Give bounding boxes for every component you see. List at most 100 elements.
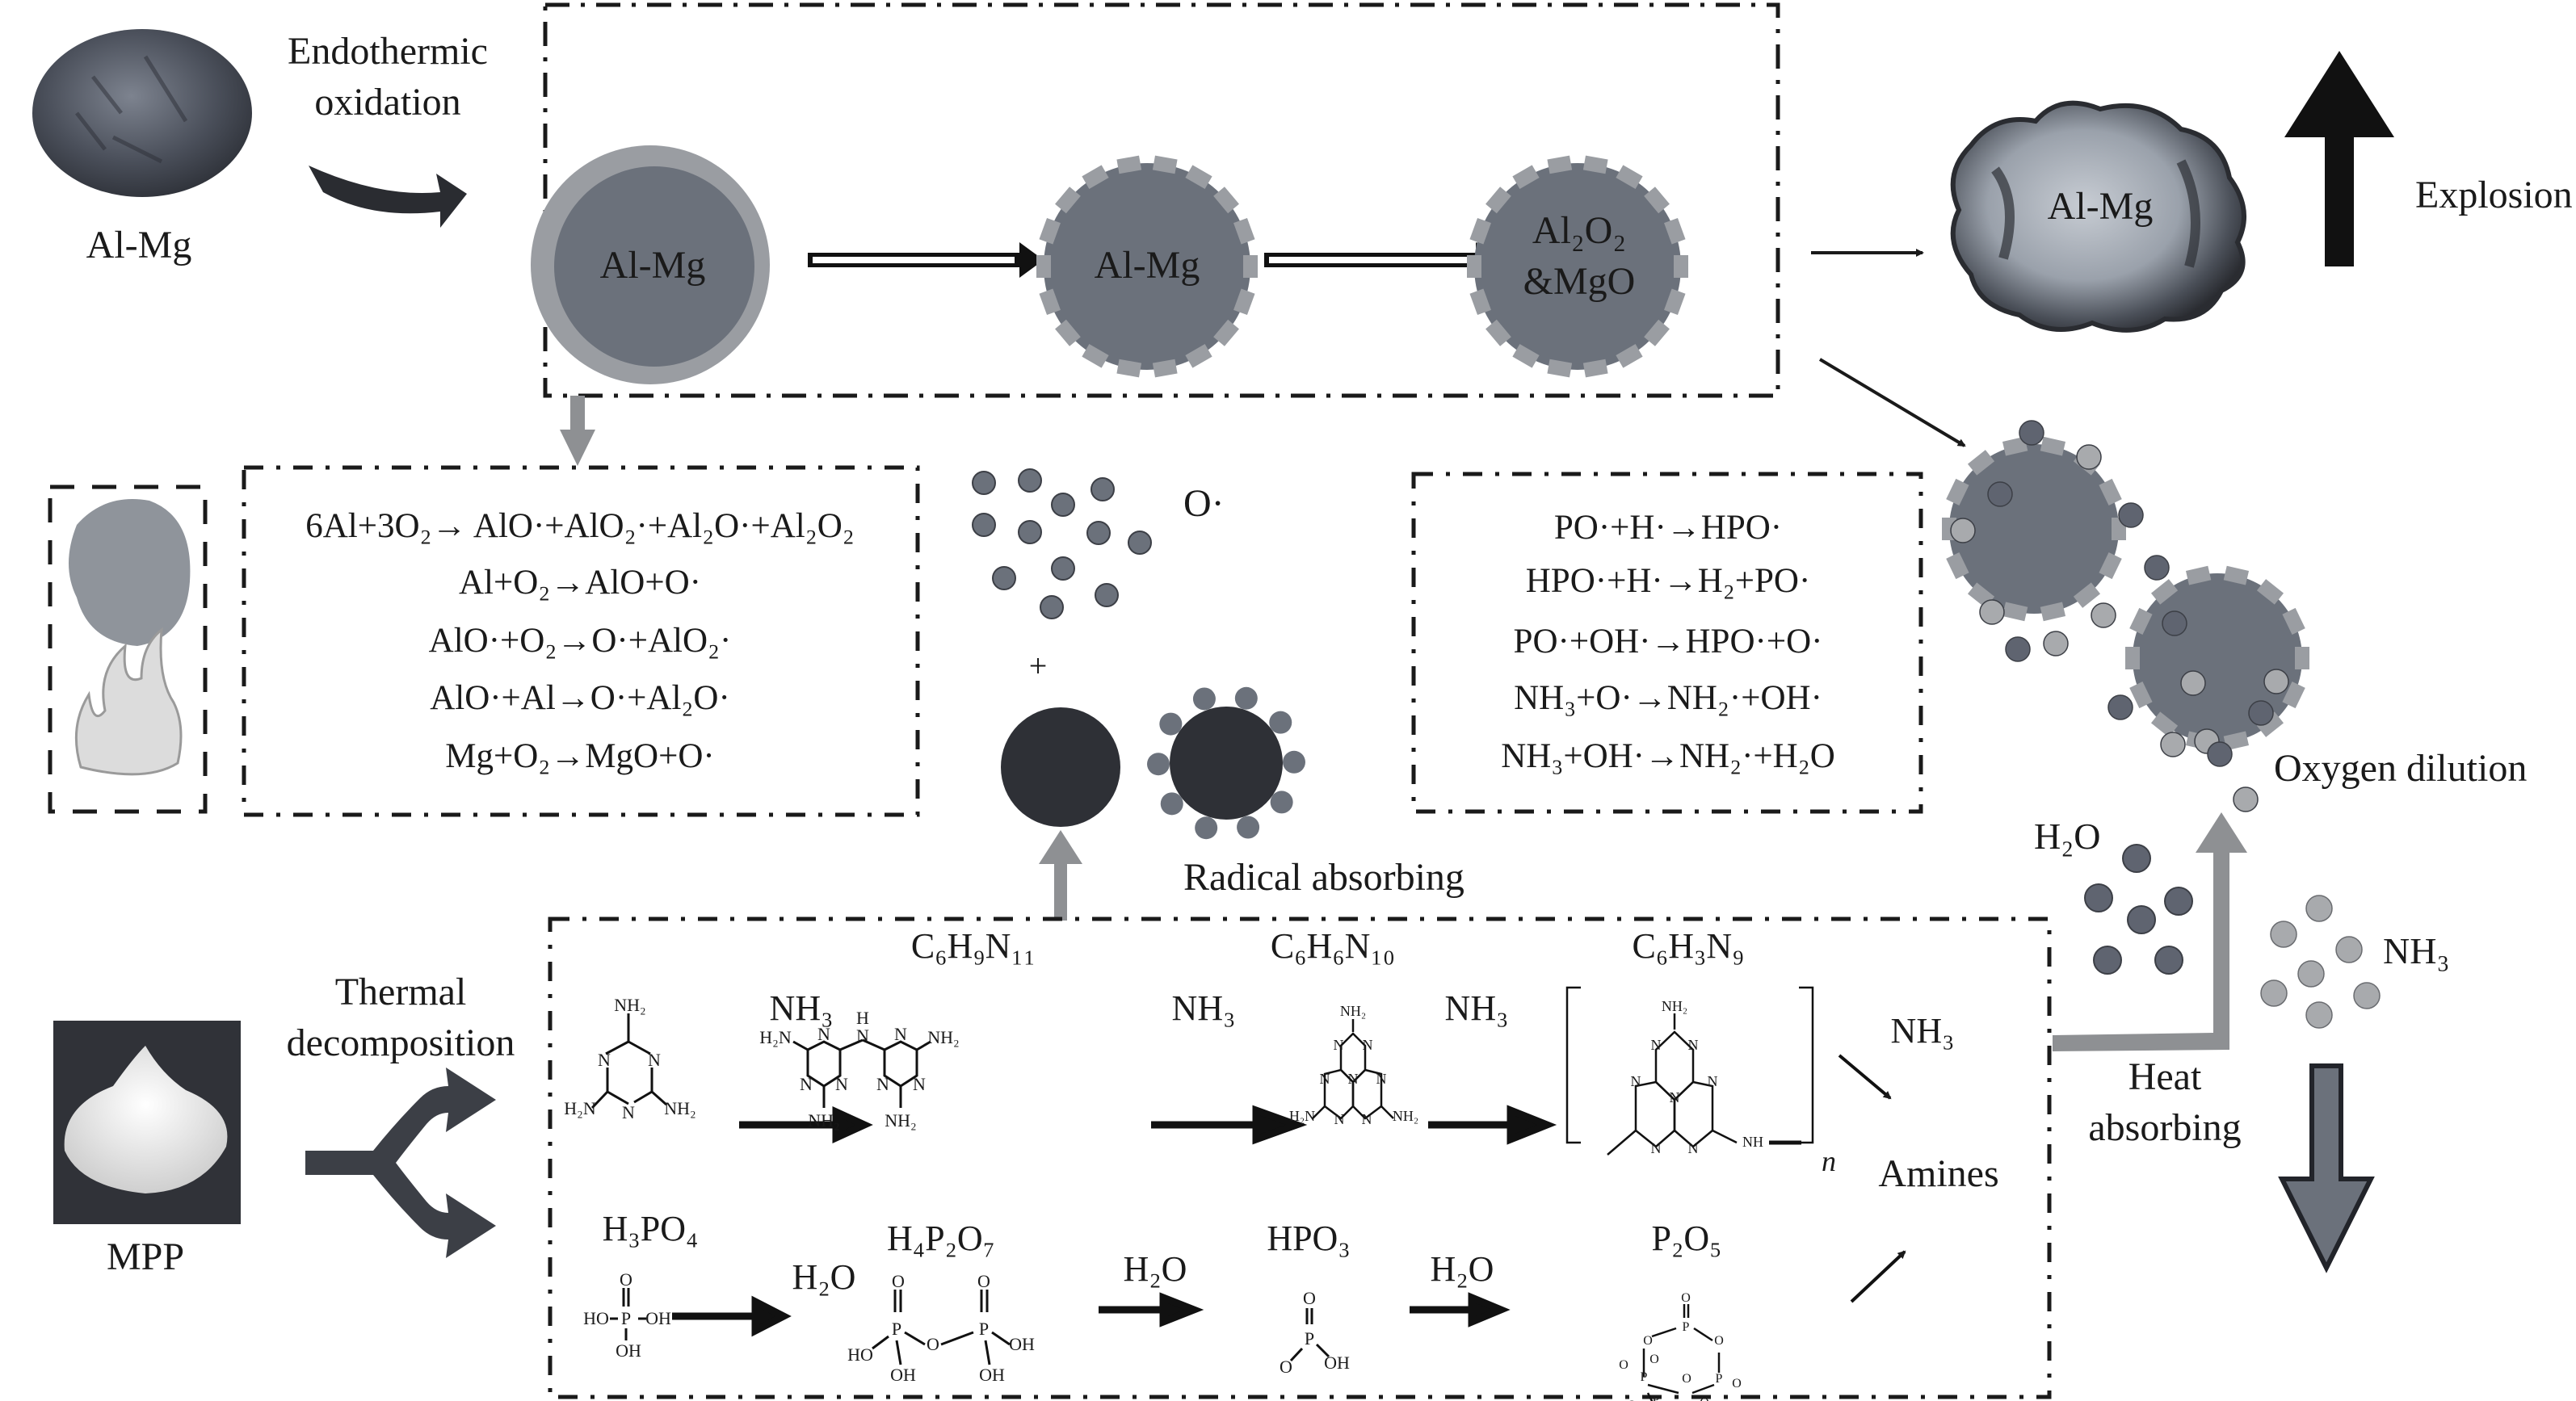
dilution-molecule-dot — [2118, 502, 2144, 528]
polymer-n-label: n — [1822, 1145, 1836, 1177]
shell-fragment — [2256, 579, 2284, 605]
reagent-nh3-2: NH₃ — [1171, 988, 1236, 1028]
al-mg-powder-photo — [32, 29, 252, 197]
shell-fragment — [2002, 436, 2028, 456]
shell-fragment — [2150, 579, 2179, 605]
phosphorus-reactions-box — [1411, 472, 1923, 814]
p-equation-5: NH₃+OH·→NH₂·+H₂O — [1501, 737, 1835, 775]
melon-polymer-structure — [1565, 986, 1814, 1156]
absorbed-radical-dot — [1192, 687, 1216, 711]
shell-fragment — [1582, 155, 1608, 174]
ammonia-dot — [2260, 979, 2288, 1007]
shell-fragment — [1664, 217, 1686, 245]
shell-fragment — [2295, 647, 2309, 669]
dilution-molecule-dot — [1979, 599, 2005, 625]
heat-label-line1: Heat — [2128, 1055, 2202, 1098]
shell-fragment — [1185, 165, 1212, 189]
mpp-powder-image — [64, 1046, 228, 1193]
o-radical-dot — [1128, 531, 1152, 555]
explosion-particle-label: Al-Mg — [2047, 185, 2154, 228]
gray-up-arrow-icon — [1039, 830, 1082, 921]
shell-fragment — [1213, 319, 1239, 346]
oxygen-radicals — [972, 468, 1152, 619]
shell-fragment — [2125, 647, 2140, 669]
dilution-molecule-dot — [2160, 732, 2186, 757]
shell-fragment — [1185, 344, 1212, 368]
formula-hpo3: HPO₃ — [1267, 1219, 1351, 1258]
o-radical-dot — [1051, 556, 1075, 581]
absorbed-radical-dot — [1159, 712, 1183, 736]
amines-nh3-label: NH₃ — [1890, 1011, 1955, 1051]
oxidation-process-box — [543, 2, 1780, 398]
dilution-molecule-dot — [2019, 420, 2044, 446]
shell-fragment — [1664, 288, 1686, 316]
shell-fragment — [2185, 565, 2212, 585]
shell-fragment — [1039, 288, 1061, 316]
shell-fragment — [2282, 682, 2305, 709]
shell-fragment — [1233, 217, 1255, 245]
water-dot — [2093, 946, 2122, 975]
shell-fragment — [1055, 319, 1081, 346]
nh3-label: NH₃ — [2383, 930, 2450, 971]
shell-fragment — [1233, 288, 1255, 316]
al-mg-photo-label: Al-Mg — [86, 224, 192, 266]
dilution-molecule-dot — [2263, 669, 2289, 694]
shell-fragment — [1486, 319, 1511, 346]
explosion-label: Explosion — [2415, 174, 2573, 216]
ammonia-dot — [2353, 982, 2381, 1009]
shell-fragment — [1055, 187, 1081, 214]
o-radical-dot — [1090, 477, 1115, 501]
absorbed-radical-dot — [1234, 686, 1258, 710]
o-radical-dot — [1018, 520, 1042, 544]
shell-fragment — [2073, 582, 2101, 608]
al-mg-particle-core — [554, 166, 754, 367]
shell-fragment — [2150, 711, 2179, 737]
ammonia-dot — [2297, 960, 2325, 988]
al-equation-1: 6Al+3O₂→ AlO·+AlO₂·+Al₂O·+Al₂O₂ — [305, 507, 855, 545]
heat-down-arrow-icon — [2278, 1063, 2375, 1273]
dilution-molecule-dot — [2180, 670, 2206, 696]
absorber-core — [1170, 707, 1283, 820]
shell-fragment — [1616, 344, 1643, 368]
shell-fragment — [2099, 478, 2122, 505]
double-arrow-1 — [808, 242, 1044, 278]
water-dot — [2122, 844, 2151, 873]
o-radical-dot — [972, 513, 996, 537]
ammonia-dot — [2305, 1001, 2333, 1029]
mpp-particle — [1001, 707, 1120, 827]
amines-label: Amines — [1878, 1152, 1999, 1195]
dilution-molecule-dot — [1987, 481, 2013, 507]
melamine-reaction-arrows — [739, 1054, 1906, 1303]
aluminum-reactions-box — [242, 465, 920, 817]
dilution-molecule-dot — [2091, 602, 2116, 628]
shell-fragment — [1644, 187, 1670, 214]
reagent-h2o-3: H₂O — [1430, 1249, 1494, 1289]
shell-fragment — [2129, 682, 2153, 709]
particle-absorbing-radicals — [1147, 686, 1305, 840]
reagent-nh3-1: NH₃ — [769, 988, 834, 1028]
p-equation-4: NH₃+O·→NH₂·+OH· — [1514, 679, 1822, 717]
metaphosphoric-acid-structure — [1289, 1308, 1330, 1362]
shell-fragment — [2002, 602, 2028, 622]
shell-fragment — [1616, 165, 1643, 189]
formula-h4p2o7: H₄P₂O₇ — [886, 1219, 996, 1258]
melamine-structure — [590, 1013, 667, 1109]
shell-fragment — [1152, 155, 1178, 174]
o-radical-dot — [992, 566, 1016, 590]
shell-fragment — [2223, 731, 2250, 751]
plus-sign: + — [1028, 648, 1048, 684]
particle2-label: Al-Mg — [1094, 244, 1200, 287]
o-radical-dot — [1018, 468, 1042, 493]
o-radical-label: O· — [1183, 482, 1225, 525]
double-arrow-2 — [1264, 242, 1500, 278]
combustion-images-box — [48, 484, 208, 814]
absorbed-radical-dot — [1195, 816, 1218, 840]
formula-h3po4: H₃PO₄ — [602, 1209, 699, 1248]
dilution-molecule-dot — [2076, 444, 2102, 470]
o-radical-dot — [1040, 595, 1064, 619]
oxidized-powder-image — [69, 499, 191, 646]
particle-core — [1474, 163, 1681, 370]
water-dot — [2164, 887, 2193, 916]
heat-label-line2: absorbing — [2088, 1106, 2242, 1149]
